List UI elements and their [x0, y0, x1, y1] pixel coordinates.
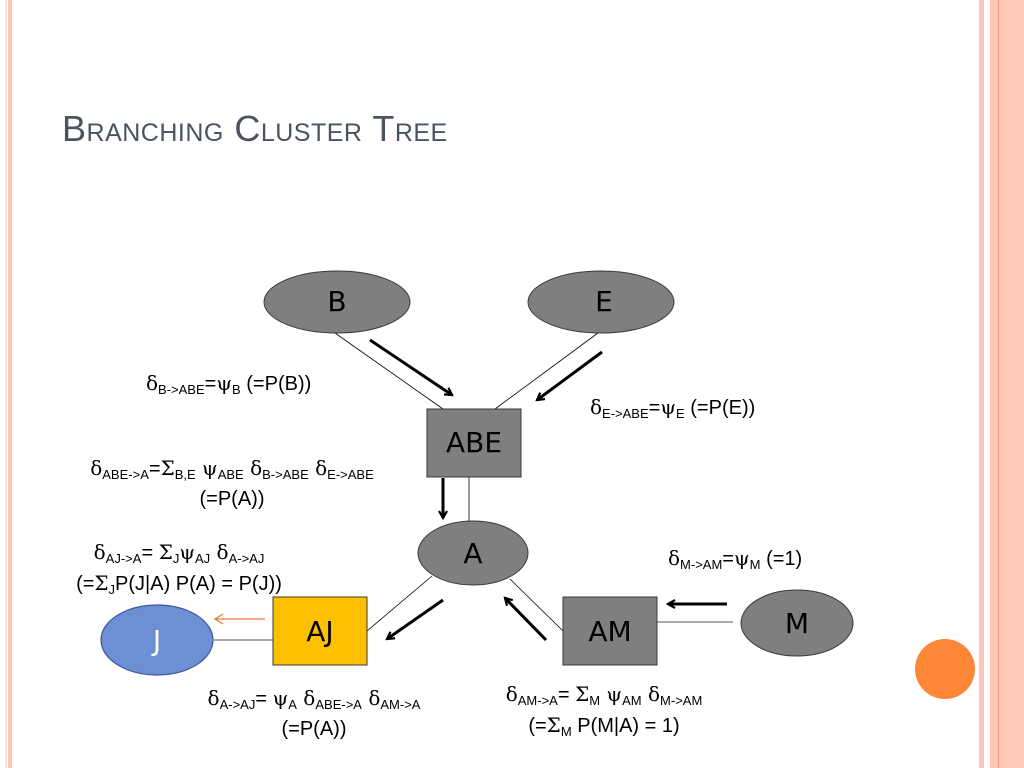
left-border-stripe [8, 0, 12, 768]
message-b-to-abe: δB->ABE=ψB (=P(B)) [146, 371, 312, 397]
edge-e-abe [494, 332, 599, 410]
arrow-b-to-abe [369, 338, 452, 397]
decorative-orange-circle [915, 639, 975, 699]
message-aj-to-a-line2: (=ΣJP(J|A) P(A) = P(J)) [76, 571, 282, 597]
message-am-to-a-line1: δAM->A= ΣM ψAM δM->AM [505, 682, 703, 708]
message-a-to-aj: δA->AJ= ψA δABE->A δAM->A (=P(A)) [176, 686, 452, 741]
message-abe-to-a: δABE->A=ΣB,E ψABE δB->ABE δE->ABE (=P(A)… [56, 456, 408, 511]
node-abe[interactable]: ABE [426, 408, 522, 478]
left-border-line [5, 0, 7, 768]
right-border-thin-stripe [979, 0, 984, 768]
edge-b-abe [334, 332, 444, 410]
right-border-line [998, 0, 999, 768]
node-e-label: E [595, 285, 613, 318]
edge-a-am [509, 578, 564, 632]
node-abe-label: ABE [446, 426, 502, 459]
message-a-to-aj-line2: (=P(A)) [281, 718, 347, 740]
right-border-outer [1008, 0, 1024, 768]
message-e-to-abe: δE->ABE=ψE (=P(E)) [590, 395, 756, 421]
node-j[interactable]: J [100, 604, 214, 676]
node-aj-label: AJ [306, 615, 333, 648]
edge-a-aj [366, 575, 433, 632]
arrow-e-to-abe [537, 350, 603, 400]
message-m-to-am: δM->AM=ψM (=1) [668, 546, 803, 572]
message-aj-to-a-line1: δAJ->A= ΣJψAJ δA->AJ [93, 540, 265, 566]
message-am-to-a-line2: (=ΣM P(M|A) = 1) [528, 713, 680, 739]
node-m-label: M [785, 607, 809, 640]
message-abe-to-a-line2: (=P(A)) [199, 488, 265, 510]
node-j-label: J [151, 624, 161, 657]
node-am[interactable]: AM [562, 596, 658, 666]
node-a[interactable]: A [417, 520, 529, 586]
node-e[interactable]: E [527, 270, 675, 334]
message-abe-to-a-line1: δABE->A=ΣB,E ψABE δB->ABE δE->ABE [90, 456, 374, 482]
message-aj-to-a: δAJ->A= ΣJψAJ δA->AJ (=ΣJP(J|A) P(A) = P… [44, 540, 314, 602]
message-a-to-aj-line1: δA->AJ= ψA δABE->A δAM->A [207, 686, 421, 712]
node-aj[interactable]: AJ [272, 596, 368, 666]
node-m[interactable]: M [740, 589, 854, 657]
node-a-label: A [463, 537, 482, 570]
arrow-a-to-aj [387, 598, 444, 639]
message-am-to-a: δAM->A= ΣM ψAM δM->AM (=ΣM P(M|A) = 1) [478, 682, 730, 744]
node-b-label: B [327, 285, 346, 318]
slide-title: Branching Cluster Tree [62, 108, 448, 149]
node-b[interactable]: B [263, 270, 411, 334]
arrow-am-to-a [505, 598, 548, 642]
node-am-label: AM [588, 615, 631, 648]
